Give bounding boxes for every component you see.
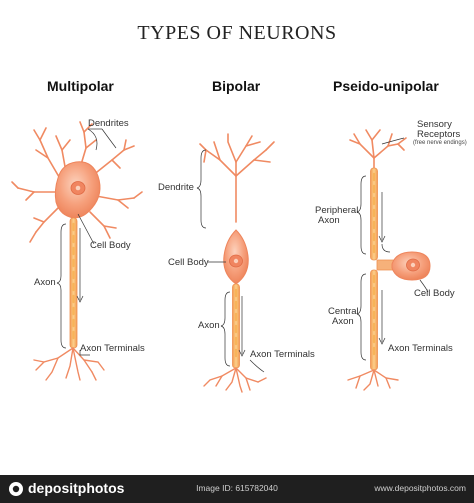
label-multipolar-dendrites: Dendrites bbox=[88, 118, 129, 129]
label-bipolar-axon-terminals: Axon Terminals bbox=[250, 349, 315, 360]
pseudo-unipolar-axon-terminals bbox=[347, 369, 399, 391]
label-pseudo-axon-terminals: Axon Terminals bbox=[388, 343, 453, 354]
neuron-drawings bbox=[11, 121, 431, 393]
multipolar-neuron bbox=[11, 121, 143, 381]
bipolar-axon-terminals bbox=[203, 367, 267, 393]
bipolar-neuron bbox=[199, 133, 275, 393]
label-peripheral-line1: Peripheral bbox=[315, 205, 359, 216]
label-multipolar-axon-terminals: Axon Terminals bbox=[80, 343, 145, 354]
heading-bipolar: Bipolar bbox=[212, 78, 261, 94]
label-peripheral-line2: Axon bbox=[318, 215, 340, 226]
label-central-line1: Central bbox=[328, 306, 359, 317]
multipolar-annotations bbox=[56, 128, 117, 356]
bipolar-annotations bbox=[196, 149, 265, 373]
label-bipolar-cell-body: Cell Body bbox=[168, 257, 209, 268]
label-bipolar-dendrite: Dendrite bbox=[158, 182, 194, 193]
heading-pseudo-unipolar: Pseido-unipolar bbox=[333, 78, 439, 94]
label-multipolar-axon: Axon bbox=[34, 277, 56, 288]
heading-multipolar: Multipolar bbox=[47, 78, 114, 94]
label-central-line2: Axon bbox=[332, 316, 354, 327]
footer-bar: depositphotos Image ID: 615782040 www.de… bbox=[0, 475, 474, 503]
label-bipolar-axon: Axon bbox=[198, 320, 220, 331]
label-multipolar-cell-body: Cell Body bbox=[90, 240, 131, 251]
page-title: TYPES OF NEURONS bbox=[137, 22, 337, 44]
depositphotos-logo-icon bbox=[9, 482, 23, 496]
multipolar-dendrites bbox=[11, 121, 143, 243]
pseudo-unipolar-neuron bbox=[347, 129, 431, 391]
multipolar-axon-terminals bbox=[33, 347, 105, 381]
bipolar-dendrites bbox=[199, 133, 275, 223]
footer-url[interactable]: www.depositphotos.com bbox=[374, 483, 466, 493]
footer-logo-text[interactable]: depositphotos bbox=[28, 480, 125, 496]
footer-image-id: Image ID: 615782040 bbox=[196, 483, 278, 493]
label-sensory-line1: Sensory bbox=[417, 119, 452, 130]
label-sensory-line2: Receptors bbox=[417, 129, 461, 140]
label-sensory-note: (free nerve endings) bbox=[413, 140, 467, 146]
pseudo-unipolar-annotations bbox=[356, 137, 429, 361]
pseudo-unipolar-dendrites bbox=[349, 129, 407, 173]
label-pseudo-cell-body: Cell Body bbox=[414, 288, 455, 299]
